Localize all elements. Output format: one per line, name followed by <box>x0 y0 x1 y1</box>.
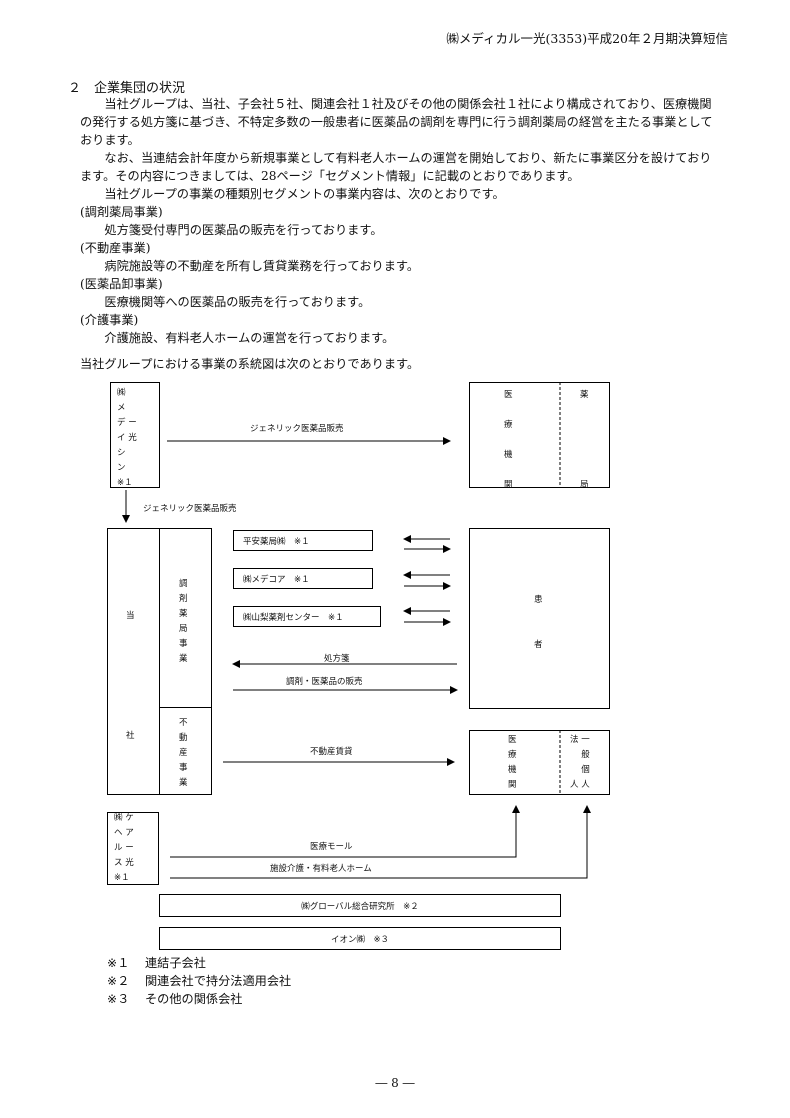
carehealth-box: ㈱ ケ ヘ ア ル ー ス 光 ※１ <box>107 812 159 885</box>
paragraph: 当社グループは、当社、子会社５社、関連会社１社及びその他の関係会社１社により構成… <box>80 97 713 147</box>
label-generic-sales-down: ジェネリック医薬品販売 <box>143 504 237 514</box>
segment-desc: 医療機関等への医薬品の販売を行っております。 <box>104 295 371 309</box>
page-number: ― 8 ― <box>375 1076 415 1090</box>
segment-desc: 病院施設等の不動産を所有し賃貸業務を行っております。 <box>104 259 420 273</box>
segment-desc: 介護施設、有料老人ホームの運営を行っております。 <box>104 331 395 345</box>
segment-desc: 処方箋受付専門の医薬品の販売を行っております。 <box>104 223 383 237</box>
label-rental: 不動産賃貸 <box>310 747 353 757</box>
label-medical-mall: 医療モール <box>310 842 353 852</box>
paragraph: 当社グループの事業の種類別セグメントの事業内容は、次のとおりです。 <box>104 187 505 201</box>
diagram-intro: 当社グループにおける事業の系統図は次のとおりであります。 <box>80 357 420 371</box>
section-title: ２ 企業集団の状況 <box>68 81 186 96</box>
label-generic-sales: ジェネリック医薬品販売 <box>250 424 344 434</box>
segment-title: (調剤薬局事業) <box>80 205 163 219</box>
segment-title: (介護事業) <box>80 313 139 327</box>
label-care-home: 施設介護・有料老人ホーム <box>270 864 372 874</box>
segment-title: (医薬品卸事業) <box>80 277 163 291</box>
realestate-segment-box: 不 動 産 事 業 <box>159 707 212 795</box>
label-prescription: 処方箋 <box>324 654 350 664</box>
subsidiary-heian: 平安薬局㈱ ※１ <box>233 530 373 551</box>
global-research-box: ㈱グローバル総合研究所 ※２ <box>159 894 561 917</box>
paragraph: なお、当連結会計年度から新規事業として有料老人ホームの運営を開始しており、新たに… <box>80 151 712 183</box>
medical-institution-corp-box: 医 療 機 関 法 一 般 個 人 人 <box>469 730 610 795</box>
label-dispense-sales: 調剤・医薬品の販売 <box>286 677 363 687</box>
arrow-care-home <box>170 805 591 879</box>
medishin-box: ㈱ メ デ ー イ 光 シ ン ※１ <box>110 382 160 488</box>
arrow-medical-mall <box>170 805 520 858</box>
body-text: 当社グループは、当社、子会社５社、関連会社１社及びその他の関係会社１社により構成… <box>80 95 720 347</box>
segment-title: (不動産事業) <box>80 241 151 255</box>
subsidiary-yamanashi: ㈱山梨薬剤センター ※１ <box>233 606 381 627</box>
dispensing-segment-box: 調 剤 薬 局 事 業 <box>159 528 212 708</box>
subsidiary-medecore: ㈱メデコア ※１ <box>233 568 373 589</box>
patient-box: 患 者 <box>469 528 610 709</box>
document-header: ㈱メディカル一光(3353)平成20年２月期決算短信 <box>446 31 728 46</box>
medical-institution-pharmacy-box: 医 療 機 関 薬 局 <box>469 382 610 490</box>
aeon-box: イオン㈱ ※３ <box>159 927 561 950</box>
